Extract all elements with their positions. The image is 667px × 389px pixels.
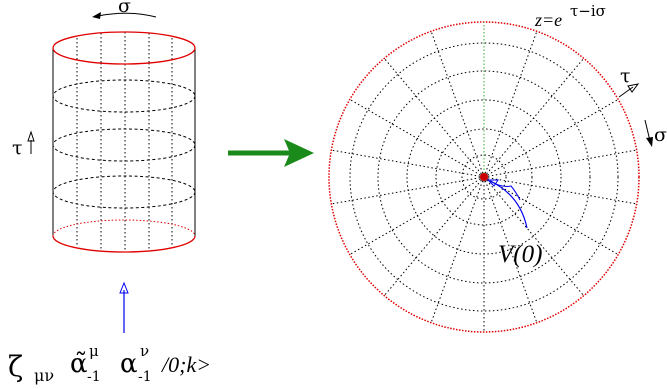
operator-arrow bbox=[489, 180, 528, 229]
cylinder-top-ring bbox=[52, 31, 196, 65]
plane-tau-arrow-head bbox=[627, 83, 640, 93]
sigma-label: σ bbox=[118, 0, 131, 17]
map-arrow bbox=[228, 139, 314, 167]
plane-sigma-arrow bbox=[644, 119, 651, 142]
state-zeta: ζ bbox=[8, 350, 23, 383]
state-alpha-sup: ν bbox=[140, 342, 149, 360]
state-zeta-sub: μν bbox=[34, 366, 54, 385]
plane-sigma-arrow-head bbox=[646, 137, 653, 147]
cylinder-vertical-grid bbox=[76, 32, 173, 252]
state-alpha: α bbox=[120, 349, 138, 379]
state-formula: ζ μν α̃ μ -1 α ν -1 /0;k> bbox=[8, 342, 211, 385]
plane-tau-arrow bbox=[618, 86, 634, 98]
sigma-arrow-head bbox=[92, 12, 101, 19]
cylinder-bottom-ring-front bbox=[52, 235, 196, 253]
map-exponent: τ−iσ bbox=[570, 2, 606, 20]
origin-point bbox=[480, 173, 488, 181]
tau-label: τ bbox=[12, 137, 23, 159]
operator-arrow-head bbox=[486, 179, 499, 187]
plane-tau-label: τ bbox=[620, 65, 631, 87]
plane-radial-lines bbox=[330, 30, 638, 332]
complex-plane: z=e τ−iσ τ σ V(0) bbox=[328, 2, 667, 333]
map-base: z=e bbox=[534, 10, 562, 30]
plane-sigma-label: σ bbox=[654, 124, 667, 146]
state-ket: /0;k> bbox=[160, 352, 211, 377]
operator-arrow-wave bbox=[489, 180, 521, 201]
cylinder-bottom-ring-back bbox=[52, 219, 196, 237]
state-alpha-tilde: α̃ bbox=[70, 349, 88, 379]
cylinder-rings bbox=[52, 79, 196, 209]
state-alpha-tilde-sup: μ bbox=[89, 342, 99, 360]
cylinder: σ τ ζ μν α̃ μ -1 α ν -1 /0;k> bbox=[8, 0, 211, 385]
tau-arrow-head bbox=[27, 130, 35, 142]
state-alpha-tilde-sub: -1 bbox=[87, 369, 101, 385]
state-alpha-sub: -1 bbox=[138, 369, 152, 385]
operator-label: V(0) bbox=[498, 241, 542, 268]
sigma-arrow bbox=[97, 12, 157, 18]
state-arrow-head bbox=[119, 281, 129, 294]
map-label: z=e τ−iσ bbox=[534, 2, 606, 30]
